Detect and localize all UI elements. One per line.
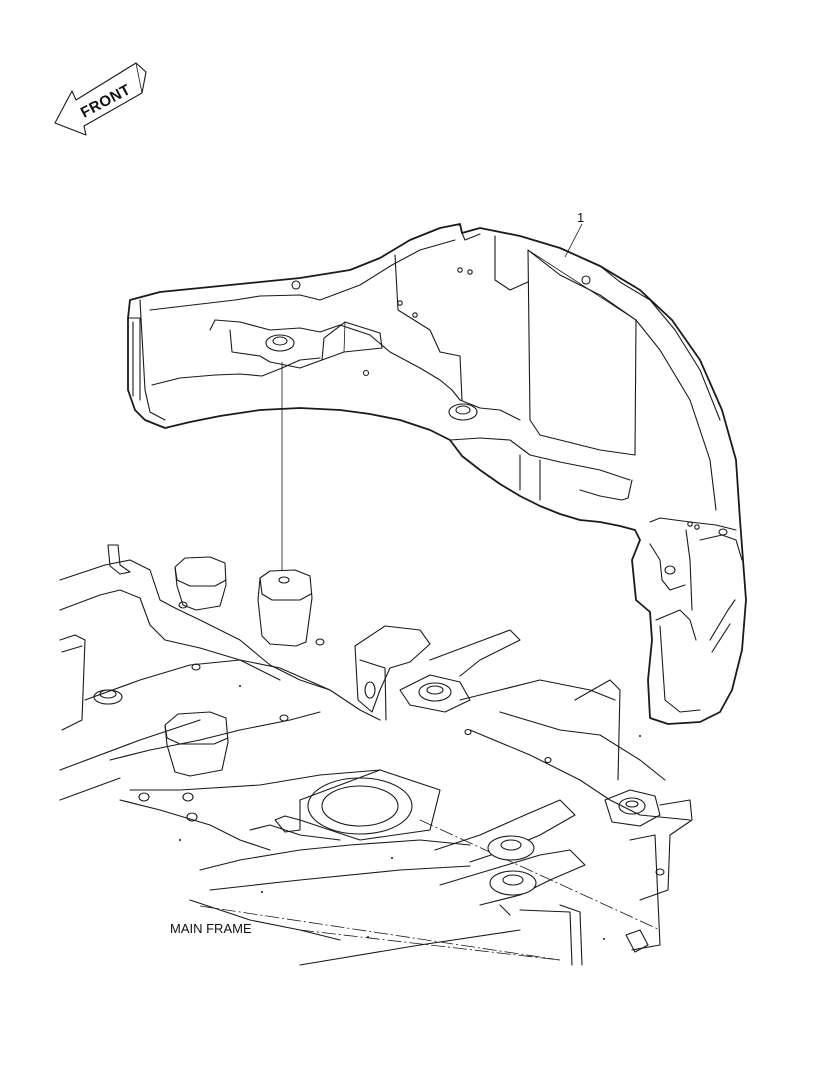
front-arrow-label: FRONT xyxy=(78,81,134,121)
callout-1: 1 xyxy=(564,210,584,258)
callout-number: 1 xyxy=(577,210,584,225)
main-frame xyxy=(59,544,693,966)
front-direction-arrow: FRONT xyxy=(54,62,147,136)
counterweight-part xyxy=(127,223,747,725)
main-frame-label: MAIN FRAME xyxy=(170,921,252,936)
